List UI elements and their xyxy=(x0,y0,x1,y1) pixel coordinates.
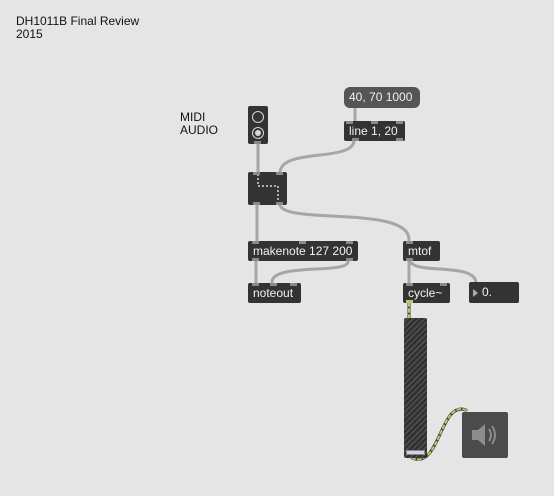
midi-label: MIDI xyxy=(180,110,206,124)
number-box[interactable]: 0. xyxy=(469,282,519,303)
cord-line-gate[interactable] xyxy=(278,139,356,174)
audio-label: AUDIO xyxy=(180,123,219,137)
message-box[interactable]: 40, 70 1000 xyxy=(344,87,420,108)
inlet[interactable] xyxy=(396,121,403,124)
outlet[interactable] xyxy=(276,202,283,205)
radio-labels: MIDI AUDIO xyxy=(180,111,218,137)
cycle-label: cycle~ xyxy=(408,286,443,300)
inlet[interactable] xyxy=(346,241,353,244)
gain-slider[interactable] xyxy=(404,318,427,458)
speaker-icon xyxy=(472,424,496,446)
triangle-icon xyxy=(473,288,478,297)
patch-title-line2: 2015 xyxy=(16,27,43,41)
outlet[interactable] xyxy=(406,258,413,261)
outlet[interactable] xyxy=(396,138,403,141)
outlet[interactable] xyxy=(254,141,261,144)
gain-slider-knob[interactable] xyxy=(406,450,425,455)
mtof-object[interactable]: mtof xyxy=(403,241,440,261)
mtof-label: mtof xyxy=(408,244,432,258)
line-object[interactable]: line 1, 20 xyxy=(344,121,405,141)
noteout-object[interactable]: noteout xyxy=(248,283,301,303)
inlet[interactable] xyxy=(406,241,413,244)
inlet[interactable] xyxy=(299,241,306,244)
gate-object[interactable] xyxy=(248,172,287,205)
inlet[interactable] xyxy=(276,172,283,175)
radio-button-midi[interactable] xyxy=(252,111,264,123)
noteout-label: noteout xyxy=(253,286,294,300)
line-object-label: line 1, 20 xyxy=(349,124,398,138)
patch-title-line1: DH1011B Final Review xyxy=(16,14,140,28)
cord-makenote-noteout-2[interactable] xyxy=(270,259,350,285)
audio-output-toggle[interactable] xyxy=(462,412,508,458)
midi-audio-radiogroup[interactable] xyxy=(248,106,268,144)
inlet[interactable] xyxy=(270,283,277,286)
outlet[interactable] xyxy=(252,258,259,261)
inlet[interactable] xyxy=(406,283,413,286)
cord-mtof-number[interactable] xyxy=(408,259,478,285)
cycle-object[interactable]: cycle~ xyxy=(403,283,450,303)
radio-button-audio[interactable] xyxy=(252,127,264,139)
patch-title: DH1011B Final Review 2015 xyxy=(16,15,139,41)
inlet[interactable] xyxy=(290,283,297,286)
outlet[interactable] xyxy=(352,138,359,141)
gate-route-graphic xyxy=(257,174,279,203)
outlet[interactable] xyxy=(346,258,353,261)
inlet[interactable] xyxy=(440,283,447,286)
signal-outlet[interactable] xyxy=(406,300,413,303)
number-value: 0. xyxy=(482,285,493,299)
makenote-object[interactable]: makenote 127 200 xyxy=(248,241,358,261)
outlet[interactable] xyxy=(253,202,260,205)
makenote-label: makenote 127 200 xyxy=(253,244,353,258)
inlet[interactable] xyxy=(371,121,378,124)
inlet[interactable] xyxy=(252,241,259,244)
inlet[interactable] xyxy=(252,283,259,286)
cord-gate-mtof[interactable] xyxy=(278,203,411,242)
inlet[interactable] xyxy=(253,172,260,175)
inlet[interactable] xyxy=(346,121,353,124)
